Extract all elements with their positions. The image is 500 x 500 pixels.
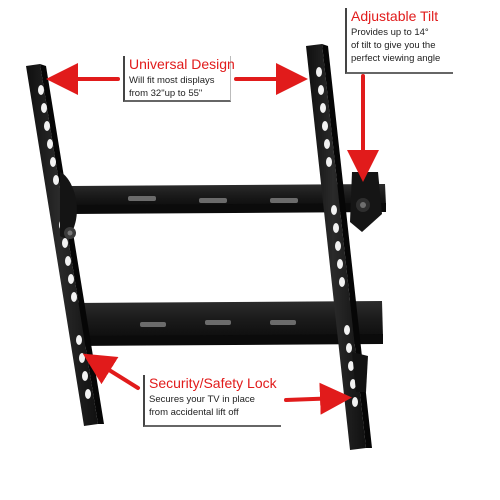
callout-security-safety-lock: Security/Safety Lock Secures your TV in … xyxy=(143,375,281,427)
callout-universal-design: Universal Design Will fit most displays … xyxy=(123,56,235,102)
left-mounting-arm xyxy=(26,64,104,426)
wall-plate-top-rail xyxy=(70,184,386,214)
safety-lock-tab xyxy=(352,352,368,392)
red-arrow-icon xyxy=(82,353,140,390)
callout-description: Will fit most displays from 32"up to 55" xyxy=(129,75,215,99)
callout-description: Secures your TV in place from accidental… xyxy=(149,394,255,418)
top-rail-slot xyxy=(270,198,298,203)
bottom-rail-slot xyxy=(140,322,166,327)
top-rail-slot xyxy=(199,198,227,203)
callout-title: Security/Safety Lock xyxy=(149,375,277,391)
bottom-rail-slot xyxy=(205,320,231,325)
callout-title: Adjustable Tilt xyxy=(351,8,439,24)
wall-plate-bottom-rail xyxy=(72,301,383,346)
top-rail-slot xyxy=(128,196,156,201)
red-arrow-icon xyxy=(284,382,352,415)
bottom-rail-slot xyxy=(270,320,296,325)
annotation-arrows xyxy=(46,63,379,415)
callout-adjustable-tilt: Adjustable Tilt Provides up to 14° of ti… xyxy=(345,8,453,74)
callout-title: Universal Design xyxy=(129,56,235,72)
callout-description: Provides up to 14° of tilt to give you t… xyxy=(351,27,441,64)
right-mounting-arm xyxy=(306,44,382,450)
